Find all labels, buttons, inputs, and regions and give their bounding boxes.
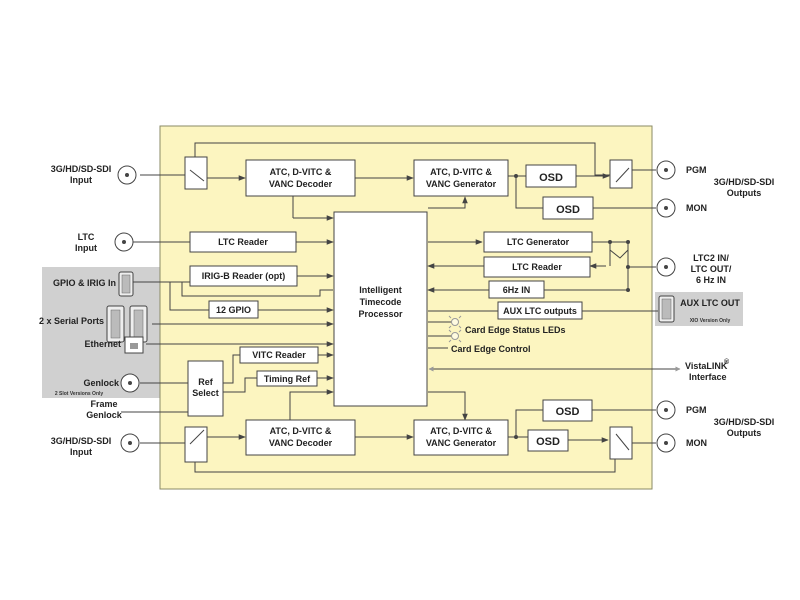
outputs-top-line1: 3G/HD/SD-SDI — [714, 177, 775, 187]
ltc-reader-left-block: LTC Reader — [189, 231, 297, 253]
bnc-mon-bottom — [656, 433, 676, 453]
outputs-top-line2: Outputs — [727, 188, 762, 198]
generator-top-block: ATC, D-VITC & VANC Generator — [413, 159, 509, 197]
generator-bottom-line2: VANC Generator — [426, 438, 497, 448]
bnc-mon-top — [656, 198, 676, 218]
bnc-sdi-in-bottom — [120, 433, 140, 453]
decoder-bottom-line1: ATC, D-VITC & — [270, 426, 332, 436]
osd-3-label: OSD — [556, 406, 580, 418]
bnc-ltc-in — [114, 232, 134, 252]
led-icon — [448, 315, 462, 343]
generator-bottom-block: ATC, D-VITC & VANC Generator — [413, 419, 509, 456]
frame-genlock-line1: Frame — [90, 399, 117, 409]
status-leds-label: Card Edge Status LEDs — [465, 325, 566, 335]
aux-ltc-outputs-block: AUX LTC outputs — [497, 301, 583, 320]
vistalink-reg: ® — [724, 358, 730, 366]
slot-note: 2 Slot Versions Only — [55, 391, 104, 397]
osd-box-4: OSD — [527, 429, 569, 452]
osd-1-label: OSD — [539, 172, 563, 184]
vitc-reader-label: VITC Reader — [252, 350, 306, 360]
osd-4-label: OSD — [536, 436, 560, 448]
edge-control-label: Card Edge Control — [451, 344, 531, 354]
outputs-bottom-line2: Outputs — [727, 428, 762, 438]
output-switch-top — [609, 159, 633, 189]
input-switch-bottom — [184, 426, 208, 463]
processor-line1: Intelligent — [359, 285, 402, 295]
interface-label: Interface — [689, 372, 727, 382]
gpio12-block: 12 GPIO — [208, 300, 259, 319]
ltc-in-line2: Input — [75, 243, 97, 253]
pgm-bottom-label: PGM — [686, 405, 707, 415]
ltc2-line3: 6 Hz IN — [696, 275, 726, 285]
processor-line2: Timecode — [360, 297, 402, 307]
genlock-label: Genlock — [83, 378, 120, 388]
sixhz-block: 6Hz IN — [488, 280, 545, 299]
vitc-reader-block: VITC Reader — [239, 346, 319, 364]
ltc2-line2: LTC OUT/ — [691, 264, 732, 274]
sdi-in-top-line1: 3G/HD/SD-SDI — [51, 164, 112, 174]
decoder-top-line1: ATC, D-VITC & — [270, 167, 332, 177]
serial-ports-label: 2 x Serial Ports — [39, 316, 104, 326]
ltc2-line1: LTC2 IN/ — [693, 253, 729, 263]
ethernet-port-icon — [124, 336, 144, 354]
timing-ref-block: Timing Ref — [256, 370, 318, 387]
pgm-top-label: PGM — [686, 165, 707, 175]
db-connector-aux-icon — [658, 295, 675, 323]
vistalink-label: VistaLINK — [685, 361, 728, 371]
processor-line3: Processor — [358, 309, 403, 319]
ltc-in-line1: LTC — [78, 232, 95, 242]
osd-2-label: OSD — [556, 204, 580, 216]
aux-ltc-outputs-label: AUX LTC outputs — [503, 306, 577, 316]
db-connector-serial-icon — [106, 305, 148, 343]
ref-select-line2: Select — [192, 388, 219, 398]
decoder-bottom-block: ATC, D-VITC & VANC Decoder — [245, 419, 356, 456]
ref-select-line1: Ref — [198, 377, 214, 387]
osd-box-2: OSD — [542, 196, 594, 220]
sixhz-label: 6Hz IN — [503, 285, 531, 295]
ethernet-label: Ethernet — [84, 339, 121, 349]
decoder-bottom-line2: VANC Decoder — [269, 438, 333, 448]
osd-box-3: OSD — [542, 399, 593, 422]
processor-block: Intelligent Timecode Processor — [333, 211, 428, 407]
generator-bottom-line1: ATC, D-VITC & — [430, 426, 492, 436]
xio-note: XIO Version Only — [690, 318, 731, 324]
frame-genlock-line2: Genlock — [86, 410, 123, 420]
generator-top-line1: ATC, D-VITC & — [430, 167, 492, 177]
irig-reader-label: IRIG-B Reader (opt) — [202, 271, 286, 281]
sdi-in-top-line2: Input — [70, 175, 92, 185]
decoder-top-block: ATC, D-VITC & VANC Decoder — [245, 159, 356, 197]
sdi-in-bottom-line1: 3G/HD/SD-SDI — [51, 436, 112, 446]
db-connector-gpio-icon — [118, 271, 134, 297]
decoder-top-line2: VANC Decoder — [269, 179, 333, 189]
timing-ref-label: Timing Ref — [264, 374, 311, 384]
bnc-genlock — [120, 373, 140, 393]
ltc-reader-left-label: LTC Reader — [218, 237, 268, 247]
generator-top-line2: VANC Generator — [426, 179, 497, 189]
ltc-reader-right-block: LTC Reader — [483, 256, 591, 278]
bnc-pgm-top — [656, 160, 676, 180]
outputs-bottom-line1: 3G/HD/SD-SDI — [714, 417, 775, 427]
ltc-generator-block: LTC Generator — [483, 231, 593, 253]
osd-box-1: OSD — [525, 164, 577, 188]
bnc-pgm-bottom — [656, 400, 676, 420]
ltc-generator-label: LTC Generator — [507, 237, 570, 247]
aux-ltc-out-label: AUX LTC OUT — [680, 298, 740, 308]
gpio12-label: 12 GPIO — [216, 305, 251, 315]
bnc-sdi-in-top — [117, 165, 137, 185]
ltc-reader-right-label: LTC Reader — [512, 262, 562, 272]
input-switch-top — [184, 156, 208, 190]
output-switch-bottom — [609, 426, 633, 460]
bnc-ltc2 — [656, 257, 676, 277]
mon-top-label: MON — [686, 203, 707, 213]
sdi-in-bottom-line2: Input — [70, 447, 92, 457]
ref-select-block: Ref Select — [187, 360, 224, 417]
irig-reader-block: IRIG-B Reader (opt) — [189, 265, 298, 287]
gpio-irig-label: GPIO & IRIG In — [53, 278, 116, 288]
mon-bottom-label: MON — [686, 438, 707, 448]
